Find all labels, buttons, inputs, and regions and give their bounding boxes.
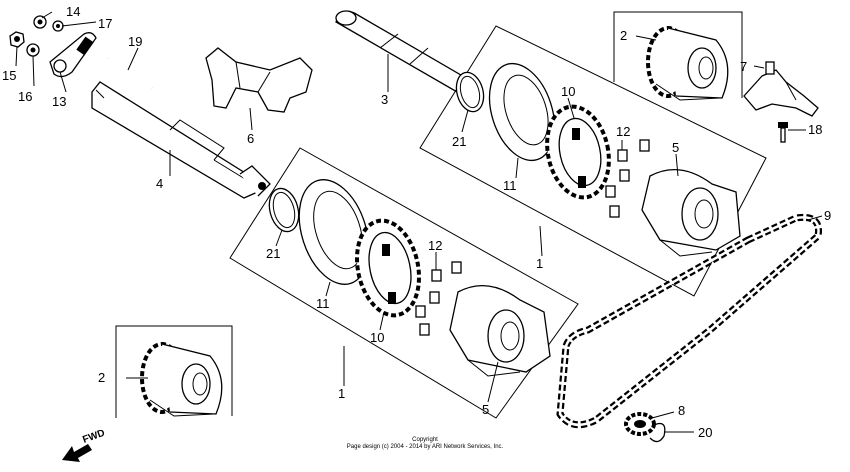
callout-20: 20 xyxy=(698,425,712,440)
callout-14: 14 xyxy=(66,4,80,19)
callout-21-upper: 21 xyxy=(452,134,466,149)
copyright-line-1: Copyright xyxy=(412,437,438,443)
plate-11-upper[interactable] xyxy=(478,55,566,169)
callout-9: 9 xyxy=(824,208,831,223)
callout-10-upper: 10 xyxy=(561,84,575,99)
shaft-3[interactable] xyxy=(335,10,472,97)
callout-6: 6 xyxy=(247,131,254,146)
callout-12-upper: 12 xyxy=(616,124,630,139)
cam-chain-9[interactable] xyxy=(556,213,823,429)
nut-14[interactable] xyxy=(33,15,47,29)
fwd-arrow-icon: FWD xyxy=(62,430,106,462)
callout-17: 17 xyxy=(98,16,112,31)
callout-1-upper: 1 xyxy=(536,256,543,271)
hub-5-upper[interactable] xyxy=(641,169,741,257)
callout-7: 7 xyxy=(740,59,747,74)
callout-21-lower: 21 xyxy=(266,246,280,261)
callout-13: 13 xyxy=(52,94,66,109)
roller-8[interactable] xyxy=(624,412,656,436)
nut-15[interactable] xyxy=(9,31,25,48)
callout-numbers: 14 17 15 16 13 19 6 4 3 21 11 10 12 5 1 … xyxy=(2,4,831,440)
washer-17[interactable] xyxy=(52,20,64,32)
assembly-box-lower xyxy=(229,147,579,419)
shift-shaft-4[interactable] xyxy=(91,81,271,199)
snap-ring-21-upper[interactable] xyxy=(452,69,487,114)
bolt-19[interactable] xyxy=(107,56,153,90)
sprocket-10-upper[interactable] xyxy=(539,101,617,203)
hub-5-lower[interactable] xyxy=(449,285,551,377)
rollers-12-lower[interactable] xyxy=(415,261,462,336)
callout-18: 18 xyxy=(808,122,822,137)
guide-7[interactable] xyxy=(743,61,819,117)
callout-12-lower: 12 xyxy=(428,238,442,253)
callout-11-lower: 11 xyxy=(316,296,330,311)
clip-20[interactable] xyxy=(649,422,666,443)
leader-lines xyxy=(15,11,823,433)
washer-16[interactable] xyxy=(26,43,40,57)
callout-1-lower: 1 xyxy=(338,386,345,401)
bracket-2-lower xyxy=(115,325,233,418)
callout-2-upper: 2 xyxy=(620,28,627,43)
bracket-2-upper xyxy=(613,11,743,98)
sprocket-2-lower[interactable] xyxy=(140,342,223,417)
callout-15: 15 xyxy=(2,68,16,83)
plate-11-lower[interactable] xyxy=(287,171,381,293)
sprocket-2-upper[interactable] xyxy=(646,26,729,101)
sprocket-10-lower[interactable] xyxy=(349,215,428,321)
callout-19: 19 xyxy=(128,34,142,49)
callout-8: 8 xyxy=(678,403,685,418)
callout-10-lower: 10 xyxy=(370,330,384,345)
shift-fork-6[interactable] xyxy=(205,47,313,113)
assembly-box-upper xyxy=(419,25,767,297)
callout-4: 4 xyxy=(156,176,163,191)
copyright-line-2: Page design (c) 2004 - 2014 by ARI Netwo… xyxy=(346,444,504,450)
callout-3: 3 xyxy=(381,92,388,107)
callout-5-lower: 5 xyxy=(482,402,489,417)
callout-16: 16 xyxy=(18,89,32,104)
bolt-18[interactable] xyxy=(778,122,788,143)
shift-arm-13[interactable] xyxy=(49,32,97,78)
snap-ring-21-lower[interactable] xyxy=(265,185,303,235)
callout-2-lower: 2 xyxy=(98,370,105,385)
callout-5-upper: 5 xyxy=(672,140,679,155)
callout-11-upper: 11 xyxy=(503,178,517,193)
